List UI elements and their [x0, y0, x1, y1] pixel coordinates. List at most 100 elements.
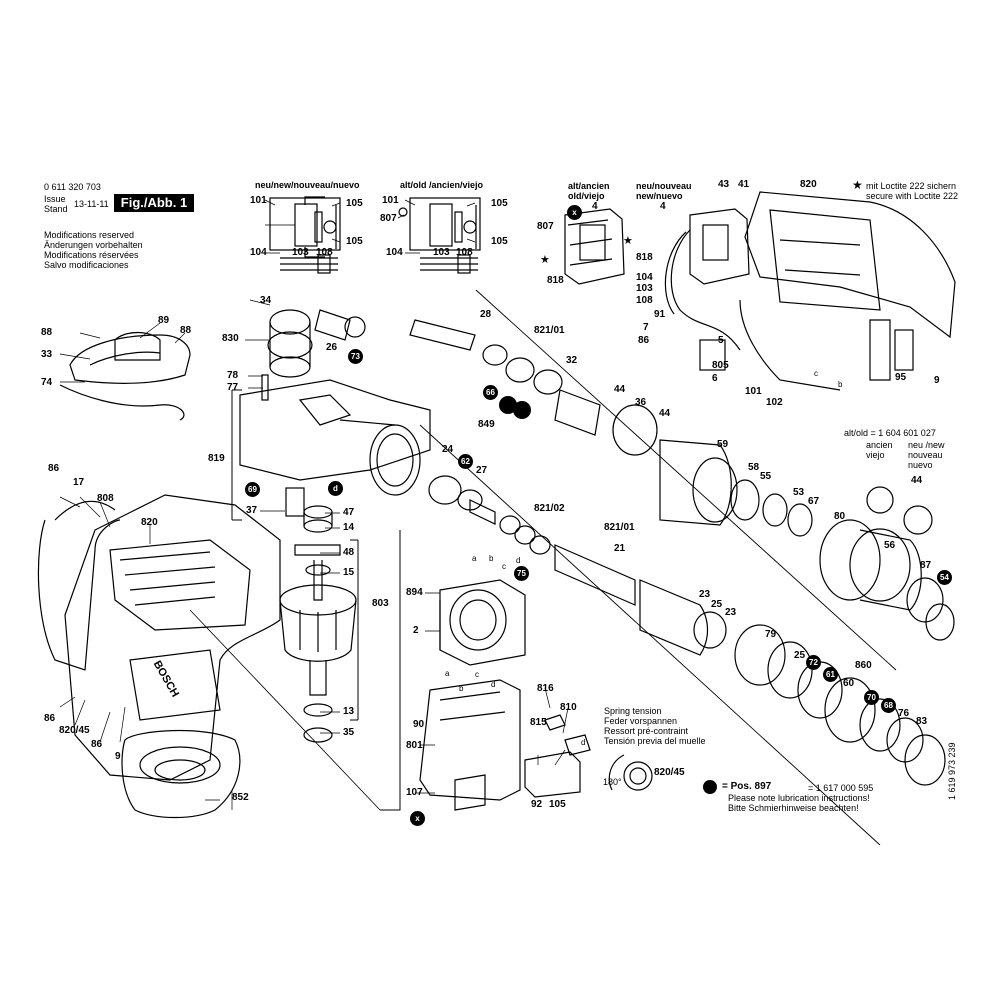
field-stator — [439, 579, 526, 666]
circle-marker: 62 — [458, 454, 473, 469]
part-label: 87 — [920, 560, 932, 571]
part-label: 59 — [717, 439, 729, 450]
inset-new-title: neu/new/nouveau/nuevo — [255, 180, 360, 190]
part-label: 2 — [413, 625, 419, 636]
circle-marker: 72 — [806, 655, 821, 670]
part-label: 47 — [343, 507, 355, 518]
switch-new-title-1: neu/nouveau — [636, 181, 692, 191]
part-label: 86 — [638, 335, 650, 346]
part-label: 104 — [636, 272, 653, 283]
part-label: 818 — [636, 252, 653, 263]
stand-label: Stand — [44, 204, 68, 214]
circle-marker: x — [410, 811, 425, 826]
loctite-star-icon: ★ — [623, 235, 633, 247]
alt-old-ref: alt/old = 1 604 601 027 — [844, 428, 936, 438]
part-label: 9 — [934, 375, 940, 386]
part-label: 104 — [386, 247, 403, 258]
letter-marker: b — [838, 380, 843, 389]
part-label: 32 — [566, 355, 578, 366]
part-label: 820/45 — [59, 725, 90, 736]
circle-marker: d — [328, 481, 343, 496]
circle-marker: 61 — [823, 667, 838, 682]
part-label: 67 — [808, 496, 820, 507]
part-label: 105 — [549, 799, 566, 810]
switch-old — [564, 208, 625, 285]
part-label: 852 — [232, 792, 249, 803]
letter-marker: d — [581, 738, 586, 747]
note-1: Modifications reserved — [44, 230, 135, 240]
part-label: 23 — [725, 607, 737, 618]
part-label: 105 — [491, 236, 508, 247]
part-label: 810 — [560, 702, 577, 713]
part-label: 101 — [250, 195, 267, 206]
note-2: Änderungen vorbehalten — [44, 240, 143, 250]
part-label: 23 — [699, 589, 711, 600]
part-label: 26 — [326, 342, 338, 353]
part-label: 103 — [433, 247, 450, 258]
handle-housing-top — [739, 191, 956, 391]
part-label: 860 — [855, 660, 872, 671]
part-label: 105 — [346, 198, 363, 209]
part-label: 4 — [592, 201, 598, 212]
part-label: 88 — [180, 325, 192, 336]
part-label: 88 — [41, 327, 53, 338]
part-label: 849 — [478, 419, 495, 430]
part-label: 21 — [614, 543, 626, 554]
gear-cover — [59, 331, 191, 421]
part-label: 4 — [660, 201, 666, 212]
part-label: 102 — [766, 397, 783, 408]
part-label: 801 — [406, 740, 423, 751]
circle-marker: 66 — [483, 385, 498, 400]
part-label: 818 — [547, 275, 564, 286]
figure-label: Fig./Abb. 1 — [114, 194, 194, 212]
nouveau-label: nouveau — [908, 450, 943, 460]
issue-label: Issue — [44, 194, 66, 204]
part-label: 103 — [292, 247, 309, 258]
loctite-star-icon: ★ — [852, 178, 863, 192]
gear-housing — [239, 379, 431, 496]
part-label: 90 — [413, 719, 425, 730]
part-label: 48 — [343, 547, 355, 558]
viejo-label: viejo — [866, 450, 885, 460]
part-label: 807 — [380, 213, 397, 224]
spring-tension-symbol — [608, 754, 653, 791]
switch-old-title-2: old/viejo — [568, 191, 605, 201]
letter-marker: a — [445, 669, 450, 678]
part-label: 807 — [537, 221, 554, 232]
circle-marker: 75 — [514, 566, 529, 581]
part-label: 816 — [537, 683, 554, 694]
motor-cover — [419, 679, 521, 811]
part-label: 107 — [406, 787, 423, 798]
letter-marker: d — [491, 680, 496, 689]
spring-note-1: Spring tension — [604, 706, 662, 716]
wiring-inset-new — [269, 196, 341, 274]
part-label: 108 — [636, 295, 653, 306]
part-label: 35 — [343, 727, 355, 738]
part-label: 830 — [222, 333, 239, 344]
part-label: 83 — [916, 716, 928, 727]
spring-angle: 180° — [603, 777, 622, 787]
motor-housing — [37, 494, 281, 781]
part-label: 7 — [643, 322, 649, 333]
lubrication-note-2: Bitte Schmierhinweise beachten! — [728, 803, 859, 813]
part-label: 86 — [91, 739, 103, 750]
ancien-label: ancien — [866, 440, 893, 450]
part-label: 808 — [97, 493, 114, 504]
lubrication-number: = 1 617 000 595 — [808, 783, 874, 793]
gear-830 — [267, 309, 313, 378]
part-label: 108 — [456, 247, 473, 258]
part-label: 28 — [480, 309, 492, 320]
letter-marker: a — [472, 554, 477, 563]
letter-marker: d — [516, 556, 521, 565]
letter-marker: c — [475, 670, 479, 679]
part-label: 25 — [794, 650, 806, 661]
circle-marker: 73 — [348, 349, 363, 364]
part-label: 105 — [346, 236, 363, 247]
part-label: 33 — [41, 349, 53, 360]
part-label: 76 — [898, 708, 910, 719]
loctite-star-icon: ★ — [540, 254, 550, 266]
part-label: 17 — [73, 477, 85, 488]
part-label: 37 — [246, 505, 258, 516]
